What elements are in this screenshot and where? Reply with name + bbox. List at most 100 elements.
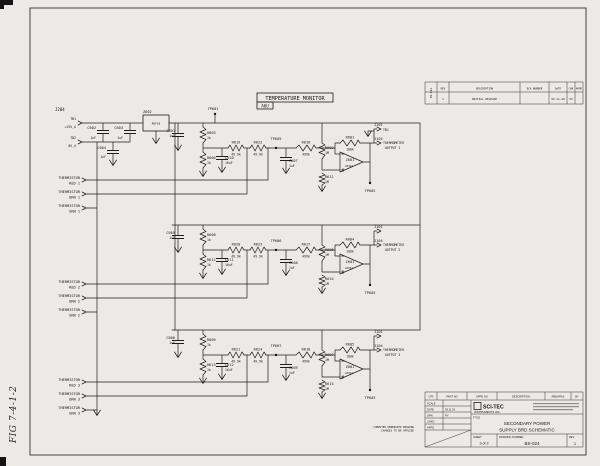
testpoint-dot [368,283,372,287]
component-value: 49.9k [231,255,241,259]
rev-row-cell: INITIAL RELEASE [472,97,498,101]
component-value: 1M [325,180,329,184]
testpoint-dot [274,146,278,150]
component-value: 10uF [225,368,233,372]
testpoint-label: TP602 [365,189,376,193]
component-value: 1uF [169,341,175,345]
connector-designator: J101 [374,330,383,334]
reference-designator: R623 [254,243,263,247]
thermistor-label: THERMISTOR [58,392,80,396]
thermistor-label: THERMISTOR [58,378,80,382]
testpoint-dot [274,353,278,357]
rev-col-header: ECA NUMBER [527,87,543,91]
component-value: 1uF [169,134,175,138]
drawing-title-line: SUPPLY BRD SCHEMATIC [499,428,555,433]
reference-designator: R606 [325,248,334,252]
power-input-section: J204 TB1 +15V_A TB2 0V_A C602 1uF C603 1… [55,107,375,166]
reference-designator: R621 [232,348,241,352]
component-value: 1M [325,151,329,155]
monitor-channel-3: C606 1uF R609 1k R613 1k C612 10uF R621 … [166,329,421,400]
assembly-ref-label: A6U [261,103,269,108]
scan-marks [0,0,13,466]
component-value: 1k [207,136,211,140]
sheet-title-label: TEMPERATURE MONITOR [265,96,325,102]
title-field-label: TITLE [473,416,480,420]
thermistor-wire-label: GRN 3 [69,412,80,416]
rev-row-cell: 93.11.29 [551,97,565,101]
sheet-number: 3 of 3 [480,442,489,446]
rev-col-header: APPD [576,87,583,91]
thermistor-wire-label: ORN 3 [69,398,80,402]
sheet-field-label: SHEET [473,435,482,439]
thermistor-wire-label: RED 3 [69,384,80,388]
testpoint-label: TP606 [271,239,282,243]
reference-designator: C602 [87,126,96,130]
net-label: +15V_A [64,125,76,129]
field-label: DATE [427,408,434,412]
rev-table: BS-024 REV DESCRIPTION ECA NUMBER DATE C… [424,81,584,105]
drawing-frame [29,7,587,456]
component-value: 499k [302,360,310,364]
company-logo [473,402,482,410]
drawing-note-line: COMPUTER GENERATED DRAWING [373,425,414,429]
company-name: SCI-TEC [483,405,504,411]
company-name-2: INSTRUMENTS INC. [474,410,501,414]
rev-col-header: CHK [569,87,574,91]
reference-designator: C607 [289,159,298,163]
reference-designator: R620 [232,243,241,247]
reference-designator: R603 [207,131,216,135]
testpoint-dot [274,248,278,252]
component-value: 499k [302,153,310,157]
field-value: 93.11.29 [445,408,455,412]
drawing-number: BS-024 [524,441,540,446]
component-value: 1uF [289,266,295,270]
rev-row-cell: PV [569,97,573,101]
pin-label: TB2 [70,136,76,140]
dwg-field-label: DRAWING NUMBER [499,435,524,439]
testpoint-label: TP603 [365,396,376,400]
connector-designator: J104 [374,137,383,141]
reference-designator: C612 [225,363,234,367]
drawing-note: COMPUTER GENERATED DRAWING CHANGES TO BE… [373,425,414,433]
component-value: 1M [325,282,329,286]
strip-header: APPD NO [476,394,488,398]
thermistor-label: THERMISTOR [58,308,80,312]
component-value: 1uF [117,136,123,140]
thermistor-wire-label: RED 2 [69,286,80,290]
rev-col-header: DESCRIPTION [476,87,494,91]
connector-designator: J101 [374,225,383,229]
component-value: 1uF [289,371,295,375]
reference-designator: R619 [232,141,241,145]
component-part-number: REF02 [152,122,161,126]
reference-designator: R614 [325,277,334,281]
rev-row-cell: 1 [442,97,444,101]
output-net-label: THERMOMETER [383,243,404,247]
connector-designator: J101 [374,123,383,127]
reference-designator: R611 [325,175,334,179]
rev-col-header: DATE [555,87,562,91]
connector-designator: J104 [374,344,383,348]
reference-designator: C610 [225,156,234,160]
reference-designator: R622 [254,141,263,145]
thermistor-label: THERMISTOR [58,190,80,194]
component-value: 49.9k [253,153,263,157]
component-value: 49.9k [231,360,241,364]
pin-label: TB1 [70,117,76,121]
output-net-label: OUTPUT 3 [385,353,400,357]
reference-designator: Z602 [143,110,152,114]
reference-designator: C609 [289,366,298,370]
strip-header: PART NO [446,394,457,398]
reference-designator: R609 [207,338,216,342]
component-value: 1k [207,238,211,242]
component-value: 1uF [90,136,96,140]
reference-designator: R616 [302,141,311,145]
testpoint-label: TP605 [271,137,282,141]
rev-value: 1 [574,441,577,446]
component-value: 1uF [289,164,295,168]
opamp-part-number: LM324 [345,164,353,168]
reference-designator: C603 [114,126,123,130]
field-label: DRN [427,414,433,418]
reference-designator: R600 [207,156,216,160]
figure-annotation: FIG 7-4-1-2 [9,386,19,444]
